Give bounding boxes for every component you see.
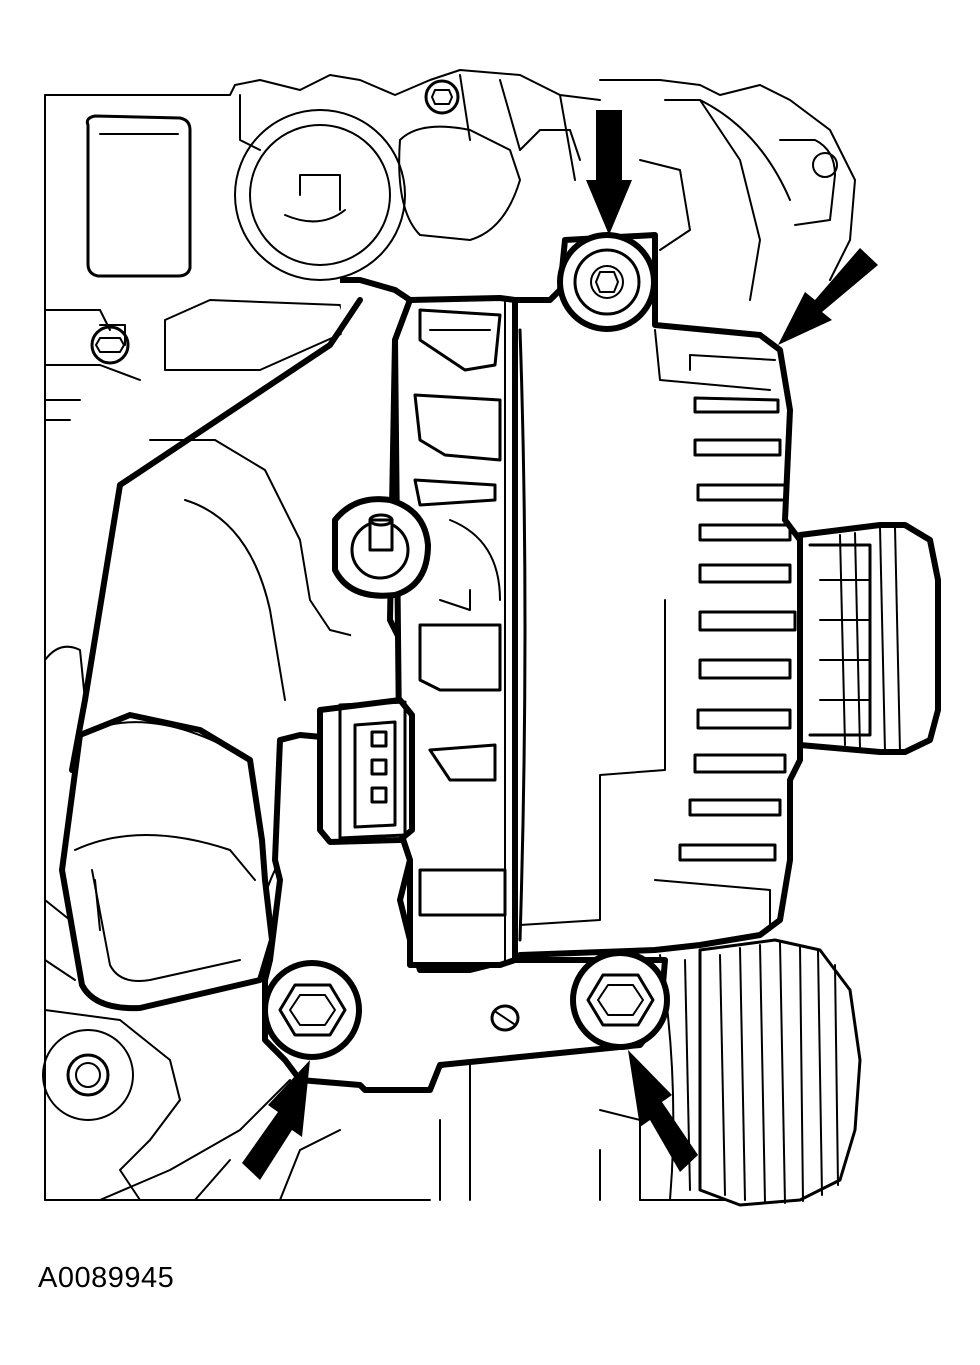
engine-background: [42, 69, 856, 1201]
mounting-bracket: [59, 277, 668, 1093]
battery-terminal-stud: [332, 496, 431, 599]
arrow-upper-right: [778, 248, 878, 345]
generator-pulley: [797, 522, 941, 755]
upper-mounting-bolt: [557, 232, 657, 332]
lower-left-mounting-bolt: [262, 960, 362, 1060]
electrical-connector: [317, 697, 415, 845]
arrow-upper-bolt: [586, 110, 632, 235]
lower-right-mounting-bolt: [570, 950, 670, 1050]
generator-housing: [392, 232, 803, 968]
crank-pulley: [659, 938, 862, 1207]
arrow-lower-left-bolt: [242, 1060, 310, 1180]
arrow-lower-right-bolt: [628, 1050, 698, 1172]
figure-code: A0089945: [38, 1262, 175, 1294]
